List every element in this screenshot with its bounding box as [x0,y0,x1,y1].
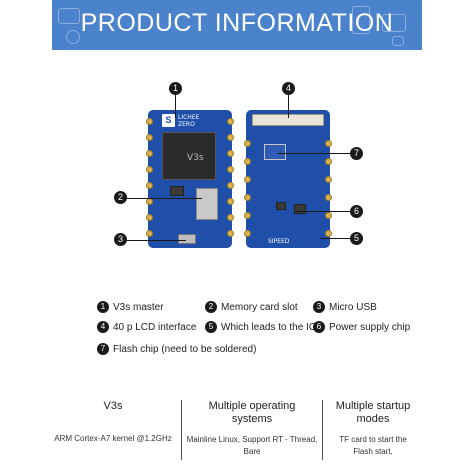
io-pad [146,230,153,237]
io-pad [244,140,251,147]
io-pad [244,176,251,183]
io-pad [244,230,251,237]
legend-item: 1 V3s master [97,300,164,314]
legend-label: Micro USB [329,301,377,313]
callout-marker-4: 4 [282,82,295,95]
component [276,202,286,210]
decorative-icon [392,36,404,46]
io-pad [227,118,234,125]
page-title: PRODUCT INFORMATION [80,9,394,37]
callout-line-4 [288,94,289,118]
spec-title: V3s [103,400,123,412]
column-divider [181,400,182,460]
io-pad [325,176,332,183]
memory-card-slot [196,188,218,220]
back-board-image: SIPEED [244,110,332,248]
legend-number: 1 [97,301,109,313]
flash-chip-footprint [264,144,286,160]
io-pad [325,230,332,237]
legend-number: 2 [205,301,217,313]
io-pad [325,158,332,165]
callout-line-7 [278,153,350,154]
callout-marker-2: 2 [114,191,127,204]
legend-number: 3 [313,301,325,313]
io-pad [146,134,153,141]
io-pad [146,182,153,189]
front-board-image: S LICHEE ZERO V3s [146,110,234,248]
callout-line-2 [126,198,202,199]
callout-marker-1: 1 [169,82,182,95]
legend-number: 5 [205,321,217,333]
io-pad [146,118,153,125]
io-pad [244,194,251,201]
column-divider [322,400,323,460]
spec-detail: Mainline Linux, Support RT - Thread, Bar… [186,435,318,456]
micro-usb-port [178,234,196,244]
legend-number: 7 [97,343,109,355]
chip-label: V3s [187,153,204,163]
spec-detail: TF card to start the Flash start, [339,435,407,456]
legend-item: 3 Micro USB [313,300,377,314]
decorative-icon [352,6,370,34]
legend-label: Memory card slot [221,301,298,313]
io-pad [227,230,234,237]
legend-item: 5 Which leads to the IO [205,320,317,334]
power-supply-chip [294,204,306,214]
spec-column-boot: Multiple startup modes TF card to start … [328,400,418,466]
callout-marker-6: 6 [350,205,363,218]
spec-title: Multiple startup modes [335,400,411,425]
spec-title: Multiple operating systems [208,400,296,425]
legend-label: Power supply chip [329,321,411,333]
component [170,186,184,196]
legend-label: V3s master [113,301,164,313]
io-pad [146,166,153,173]
io-pad [227,166,234,173]
legend-item: 6 Power supply chip [313,320,410,334]
io-pad [146,150,153,157]
decorative-icon [66,30,80,44]
decorative-icon [58,8,80,24]
io-pad [244,158,251,165]
callout-marker-3: 3 [114,233,127,246]
decorative-icon [382,14,406,32]
callout-line-3 [126,240,186,241]
legend-number: 6 [313,321,325,333]
spec-column-os: Multiple operating systems Mainline Linu… [186,400,318,466]
io-pad [227,134,234,141]
legend-label: Which leads to the IO [221,321,317,333]
legend-label: 40 p LCD interface [113,321,197,333]
callout-marker-5: 5 [350,232,363,245]
io-pad [146,214,153,221]
legend-item: 4 40 p LCD interface [97,320,196,334]
header-banner: PRODUCT INFORMATION [52,0,422,50]
legend-number: 4 [97,321,109,333]
io-pad [325,140,332,147]
board-name-label: LICHEE ZERO [178,114,200,128]
io-pad [146,198,153,205]
v3s-chip: V3s [162,132,216,180]
io-pad [227,150,234,157]
io-pad [325,194,332,201]
callout-line-5 [320,238,350,239]
spec-detail: ARM Cortex-A7 kernel @1.2GHz [54,434,172,443]
board-brand-label: SIPEED [268,238,290,245]
legend-item: 2 Memory card slot [205,300,298,314]
spec-column-chip: V3s ARM Cortex-A7 kernel @1.2GHz [48,400,178,466]
legend-item: 7 Flash chip (need to be soldered) [97,342,256,356]
io-pad [227,198,234,205]
callout-line-6 [296,211,350,212]
io-pad [325,212,332,219]
io-pad [227,182,234,189]
legend-label: Flash chip (need to be soldered) [113,343,257,355]
io-pad [244,212,251,219]
lichee-logo: S [162,114,175,127]
callout-marker-7: 7 [350,147,363,160]
callout-line-1 [175,94,176,118]
io-pad [227,214,234,221]
